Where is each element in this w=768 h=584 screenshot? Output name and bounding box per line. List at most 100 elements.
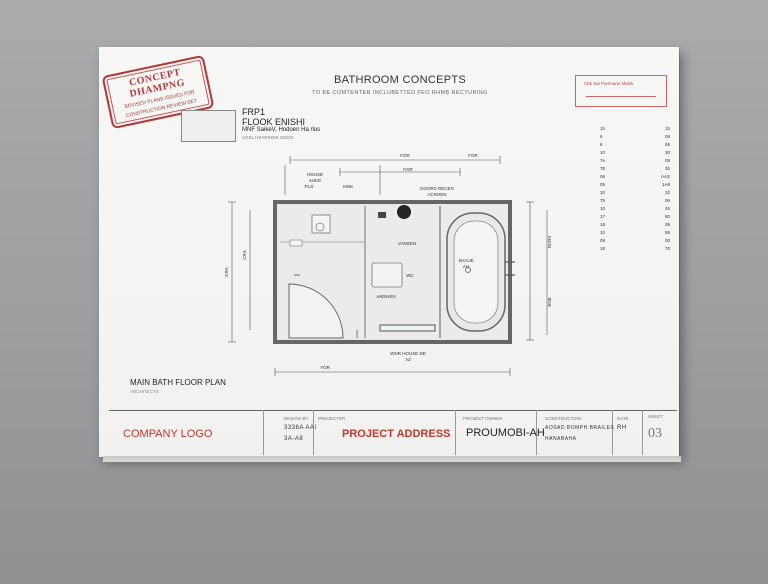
auke-label: AUKE: [309, 178, 321, 183]
project-address: PROJECT ADDRESS: [342, 428, 451, 440]
schedule-row: 6 08: [600, 133, 670, 141]
schedule-cell-left: 10: [600, 190, 606, 195]
sheet-number: 03: [648, 426, 662, 441]
schedule-cell-left: 10: [600, 150, 606, 155]
top-dim-note: FOR: [403, 167, 413, 172]
schedule-row: 08 00: [600, 237, 670, 245]
date-text: RH: [617, 425, 627, 431]
schedule-row: 7b 06: [600, 197, 670, 205]
schedule-cell-right: 00: [664, 238, 670, 243]
wc-label: WC: [406, 273, 414, 278]
revision-text: Chk Sai Panmane Maink: [584, 81, 634, 86]
placeholder-box: [181, 110, 236, 142]
schedule-cell-left: 7e: [600, 158, 606, 163]
schedule-cell-right: 06: [664, 142, 670, 147]
dim-top-label: FOR: [400, 153, 410, 158]
construction-line-1: AOSAD BOMPH BRAILES: [545, 425, 615, 431]
tub-label-2: AH: [463, 264, 469, 269]
flook-label: FLOOK ENISHI: [242, 117, 306, 127]
schedule-cell-right: 45: [664, 206, 670, 211]
title-block-divider: [642, 410, 643, 455]
plan-title: MAIN BATH FLOOR PLAN: [130, 378, 226, 387]
schedule-cell-right: 08: [664, 134, 670, 139]
schedule-cell-right: 08: [664, 158, 670, 163]
schedule-row: 10 30: [600, 149, 670, 157]
doors-label-1: DOORS RECEN: [420, 186, 454, 191]
bottom-note-1: WNR HOUSE DE: [390, 351, 426, 356]
schedule-cell-right: 1A8: [661, 182, 670, 187]
designer-line-2: 3A-A8: [284, 436, 304, 442]
owner-caption: PROJECT OWNER: [463, 416, 503, 421]
schedule-row: 6 06: [600, 141, 670, 149]
house-label: HOUSE: [307, 172, 323, 177]
left-dim-label-2: CRA: [242, 250, 247, 260]
frp-label: FRP1: [242, 107, 266, 117]
title-block-divider: [455, 410, 456, 455]
schedule-cell-right: 88: [664, 230, 670, 235]
schedule-cell-right: 80: [664, 214, 670, 219]
schedule-cell-left: 6: [600, 134, 603, 139]
schedule-cell-left: 18: [600, 222, 606, 227]
schedule-cell-left: 7E: [600, 166, 606, 171]
title-block-divider: [612, 410, 613, 455]
schedule-cell-left: 17: [600, 214, 606, 219]
sheet-title: BATHROOM CONCEPTS: [333, 74, 466, 86]
schedule-cell-left: 10: [600, 206, 606, 211]
mnf-label: MNF SaikeV, Hodoen Ha rlus: [242, 127, 321, 133]
schedule-row: 05 1A8: [600, 181, 670, 189]
schedule-cell-left: 1b: [600, 126, 606, 131]
right-dim-label-2: BNB: [547, 297, 552, 306]
schedule-cell-left: 06: [600, 174, 606, 179]
schedule-cell-left: 08: [600, 238, 606, 243]
schedule-cell-right: 39: [664, 222, 670, 227]
bottom-dim-label: YOR: [320, 365, 331, 370]
schedule-cell-left: 05: [600, 182, 606, 187]
shower-label: AMSHEN: [376, 294, 395, 299]
schedule-row: 7e 08: [600, 157, 670, 165]
schedule-row: 10 45: [600, 205, 670, 213]
sheet-subtitle: TO BE COMTENTER INCLUBETTED FEO RHMB REC…: [312, 90, 488, 96]
dim-top-label-2: FOR: [468, 153, 478, 158]
plan-subtitle: ARCHITECTS: [130, 389, 159, 394]
schedule-cell-right: 70: [664, 246, 670, 251]
sink-label: SINK: [343, 184, 354, 189]
title-block-divider: [263, 410, 264, 455]
schedule-row: 7E 3b: [600, 165, 670, 173]
schedule-cell-left: 10: [600, 230, 606, 235]
construction-caption: CONSTRUCTION: [545, 416, 582, 421]
designer-caption: DESIGN BY: [284, 416, 309, 421]
left-dim-label: CRA: [224, 267, 229, 277]
company-logo: COMPANY LOGO: [123, 428, 213, 440]
small-caption: AOSL HSARIHOS SOGO: [242, 135, 294, 140]
schedule-cell-right: 3b: [664, 166, 670, 171]
bottom-note-2: AZ: [405, 357, 411, 362]
revision-box: Chk Sai Panmane Maink: [575, 75, 667, 107]
title-block-divider: [536, 410, 537, 455]
right-dim-label-1: NCRS: [547, 236, 552, 249]
revision-line: [586, 96, 656, 97]
plo-label: PLO: [304, 184, 314, 189]
sheet-caption: SHEET: [648, 414, 664, 419]
project-owner: PROUMOBI-AH: [466, 427, 545, 439]
schedule-cell-left: 7b: [600, 198, 606, 203]
schedule-row: 10 88: [600, 229, 670, 237]
project-caption: PROJECTER: [318, 416, 346, 421]
tub-label-1: SHAUE: [458, 258, 474, 263]
doors-label-2: ACRHEN: [427, 192, 446, 197]
designer-line-1: 3338A AAI: [284, 425, 317, 431]
schedule-cell-left: 6: [600, 142, 603, 147]
construction-line-2: HANABAHA: [545, 436, 577, 442]
date-caption: DATE: [617, 416, 629, 421]
vanity-label: VANSEN: [398, 241, 416, 246]
schedule-cell-right: 06: [664, 198, 670, 203]
title-block-top-line: [109, 410, 677, 411]
schedule-cell-right: 30: [664, 150, 670, 155]
